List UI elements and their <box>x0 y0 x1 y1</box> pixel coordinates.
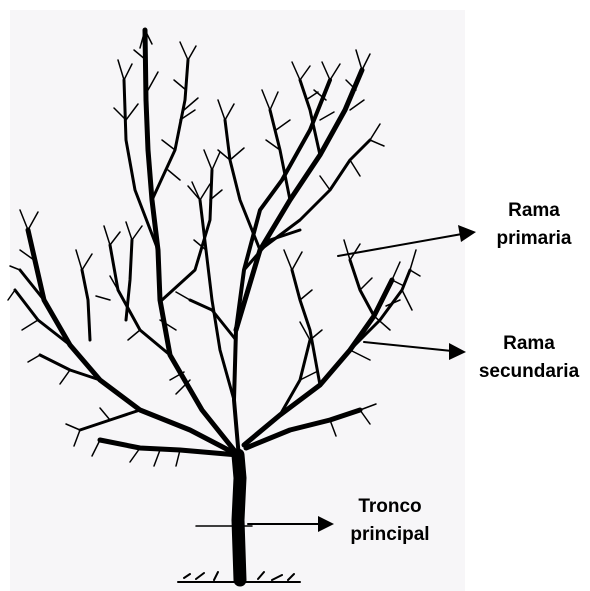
primary-branch-label-line-1: Rama <box>478 197 590 225</box>
main-trunk-label: Tronco principal <box>328 493 452 549</box>
primary-branch-pointer <box>338 234 462 256</box>
secondary-branch-label-line-2: secundaria <box>468 358 590 386</box>
secondary-arrowhead <box>449 343 466 360</box>
main-trunk-label-line-2: principal <box>328 521 452 549</box>
secondary-branch-pointer <box>364 342 452 351</box>
primary-branch-label-line-2: primaria <box>478 225 590 253</box>
main-trunk <box>196 455 252 580</box>
secondary-branch-label: Rama secundaria <box>468 330 590 386</box>
main-trunk-label-line-1: Tronco <box>328 493 452 521</box>
twigs <box>8 30 420 466</box>
secondary-branch-label-line-1: Rama <box>468 330 590 358</box>
primary-arrowhead <box>458 225 476 242</box>
primary-branches <box>28 30 392 455</box>
primary-branch-label: Rama primaria <box>478 197 590 253</box>
secondary-branches <box>15 60 410 430</box>
